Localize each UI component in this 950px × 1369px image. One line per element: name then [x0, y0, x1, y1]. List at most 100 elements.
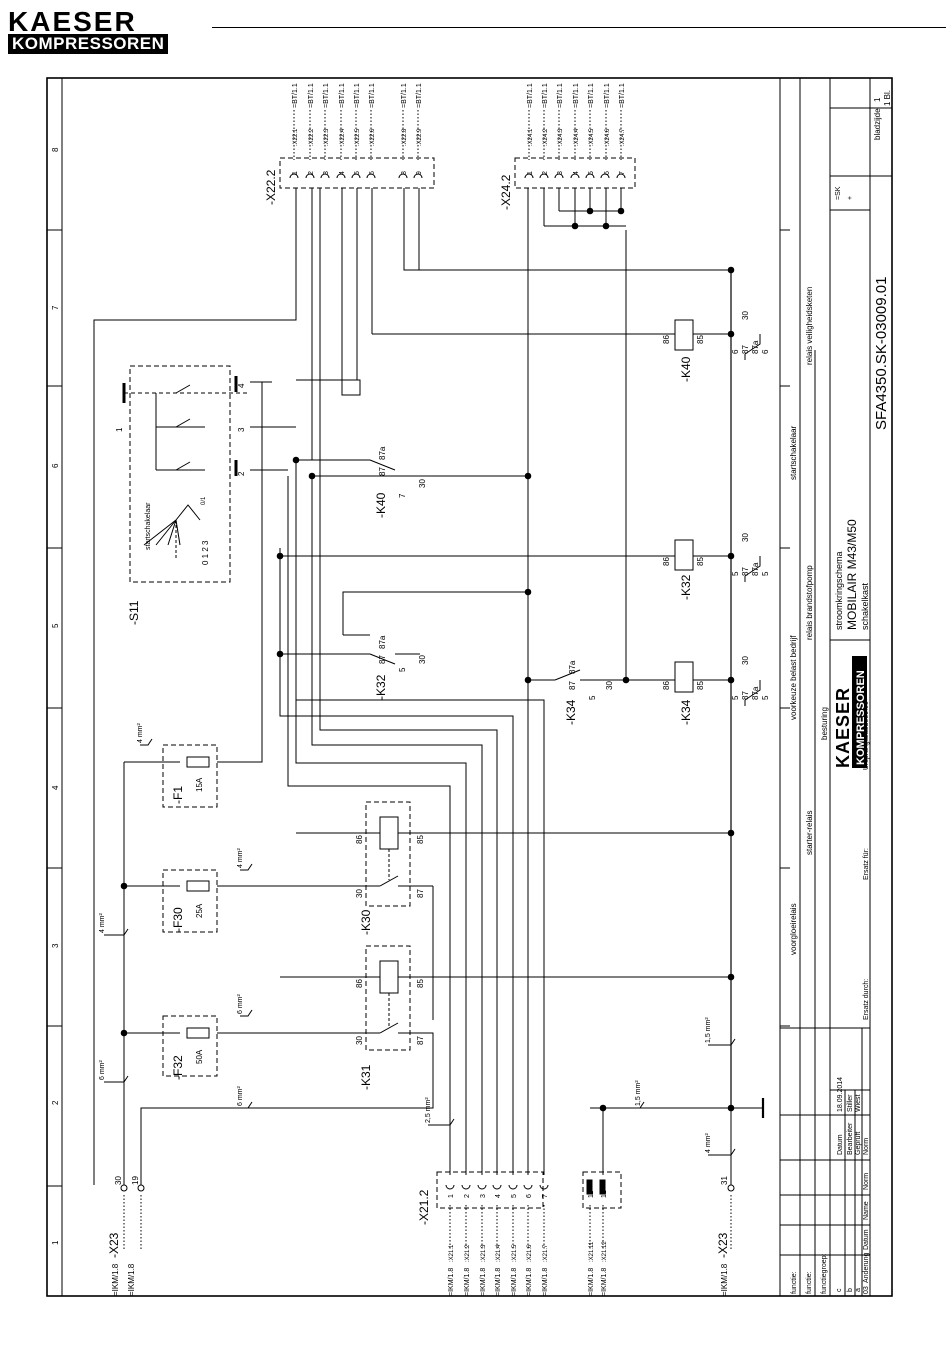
x22-terminal-xref: =BT/1.1 — [339, 83, 346, 108]
x24-terminal-xref: =BT/1.1 — [588, 83, 595, 108]
func-brandstofpomp: relais brandstofpomp — [805, 565, 814, 640]
svg-text:KAESER: KAESER — [833, 687, 853, 768]
x24-terminal-number: 7 — [619, 171, 626, 175]
x23-terminal-31: 31 — [720, 1176, 729, 1185]
x21-terminal-number: 1 — [448, 1194, 455, 1198]
zone-number: 5 — [51, 623, 60, 628]
x21-terminal-label: :X21.4 — [496, 1244, 502, 1262]
x22-2-tag: -X22.2 — [264, 169, 278, 205]
x24-terminal-label: :X24.5 — [589, 128, 595, 146]
f1-rating: 15A — [195, 777, 204, 792]
x21-terminal-xref: =IKM/1.8 — [480, 1268, 487, 1296]
k32-coil — [674, 539, 694, 571]
k40-cx-30: 30 — [741, 311, 750, 320]
zone-number: 4 — [51, 785, 60, 790]
x24-terminal-number: 1 — [527, 171, 534, 175]
s11-desc: startschakelaar — [145, 502, 152, 550]
zone-number: 6 — [51, 463, 60, 468]
k32-coil-85: 85 — [696, 557, 705, 566]
x24-terminal-number: 4 — [573, 171, 580, 175]
tb-plus: + — [847, 196, 854, 200]
x24-terminal-xref: =BT/1.1 — [542, 83, 549, 108]
x21-terminal-marks — [445, 1184, 549, 1190]
k31-coil — [379, 960, 399, 994]
x23-terminal-19: 19 — [131, 1176, 140, 1185]
f32-tag: -F32 — [171, 1055, 185, 1080]
tb-rev-a: a — [855, 1288, 862, 1292]
x22-terminal-xref: =BT/1.1 — [308, 83, 315, 108]
zone-number: 3 — [51, 943, 60, 948]
tb-rev-c: c — [836, 1288, 843, 1292]
x22-terminal-number: 3 — [323, 171, 330, 175]
power-bus-30 — [123, 761, 180, 1185]
k30-contact-87: 87 — [416, 889, 425, 898]
x24-terminal-number: 2 — [542, 171, 549, 175]
k30-coil-85: 85 — [416, 835, 425, 844]
x24-terminal-label: :X24.4 — [574, 128, 580, 146]
f32-rating: 50A — [195, 1049, 204, 1064]
x24-terminal-number: 3 — [557, 171, 564, 175]
wire-gauge-label: 6 mm² — [99, 1060, 106, 1081]
x21-terminal-number: 5 — [511, 1194, 518, 1198]
wire-gauge-label: 6 mm² — [237, 994, 244, 1015]
x22-terminal-xref: =BT/1.1 — [369, 83, 376, 108]
x23-tag: -X23 — [107, 1232, 121, 1258]
x22-terminal-xref: =BT/1.1 — [401, 83, 408, 108]
x22-terminal-label: :X22.1 — [293, 128, 299, 146]
k31-coil-86: 86 — [355, 979, 364, 988]
svg-text:KOMPRESSOREN: KOMPRESSOREN — [855, 670, 867, 765]
k32-cx-87: 87 — [741, 567, 750, 576]
x21-terminal-label: :X21.6 — [527, 1244, 533, 1262]
x22-terminal-marks — [289, 173, 423, 179]
x24-terminal-number: 6 — [604, 171, 611, 175]
wire-gauge-label: 4 mm² — [137, 723, 144, 744]
x21-terminal-labels: 1:X21.1=IKM/1.82:X21.2=IKM/1.83:X21.3=IK… — [448, 1190, 608, 1296]
zone-ticks — [47, 229, 790, 1187]
x22-terminal-number: 4 — [339, 171, 346, 175]
zone-number: 8 — [51, 147, 60, 152]
tb-rev-header-name: Name — [863, 1201, 870, 1220]
tb-product: MOBILAIR M43/M50 — [845, 519, 859, 630]
f30-tag: -F30 — [171, 907, 185, 932]
wire-gauge-label: 2,5 mm² — [425, 1097, 432, 1123]
x21-terminal-xref: =IKM/1.8 — [601, 1268, 608, 1296]
x22-terminal-xref: =BT/1.1 — [416, 83, 423, 108]
func-voorkeuze: voorkeuze belast bedrijf — [789, 635, 798, 720]
tb-rev-header-norm: Norm — [863, 1173, 870, 1190]
x21-terminal-xref: =IKM/1.8 — [588, 1268, 595, 1296]
s11-tag: -S11 — [127, 600, 141, 625]
s11-term-4: 4 — [237, 383, 246, 388]
wire-gauge-label: 6 mm² — [237, 1086, 244, 1107]
tb-rev-b: b — [847, 1288, 854, 1292]
x24-terminal-xref: =BT/1.1 — [573, 83, 580, 108]
k34-contact-87: 87 — [568, 681, 577, 690]
s11-pos-01: 0/1 — [201, 496, 207, 505]
k34-cx-xref-a: 5 — [731, 695, 740, 700]
x21-terminal-xref: =IKM/1.8 — [448, 1268, 455, 1296]
k40-tag: -K40 — [374, 492, 388, 518]
x21-terminal-number: 6 — [526, 1194, 533, 1198]
x21-terminal-number: 2 — [464, 1194, 471, 1198]
k32-cx-xref-b: 5 — [761, 571, 770, 576]
page-header: KAESER KOMPRESSOREN — [0, 0, 950, 60]
x22-terminal-xref: =BT/1.1 — [354, 83, 361, 108]
x21-terminal-label: :X21.12 — [602, 1241, 608, 1262]
k32-contact-30: 30 — [418, 655, 427, 664]
x21-terminal-number: 11 — [588, 1191, 595, 1198]
tb-subject: schakelkast — [860, 582, 870, 630]
s11-term-1: 1 — [115, 427, 124, 432]
x22-terminal-labels: 1:X22.1=BT/1.12:X22.2=BT/1.13:X22.3=BT/1… — [292, 83, 423, 175]
x21-terminal-number: 7 — [542, 1194, 549, 1198]
func-starter-relais: starter-relais — [805, 811, 814, 855]
fuse-frames — [129, 157, 636, 1209]
k40-cx-xref-b: 6 — [761, 349, 770, 354]
k40-cx-87a: 87a — [751, 340, 760, 354]
x22-terminal-label: :X22.5 — [355, 128, 361, 146]
k30-tag: -K30 — [359, 909, 373, 935]
x22-terminal-label: :X22.9 — [417, 128, 423, 146]
x24-terminal-xref: =BT/1.1 — [619, 83, 626, 108]
k34-cx-xref-b: 5 — [761, 695, 770, 700]
x23-tag-31: -X23 — [716, 1232, 730, 1258]
